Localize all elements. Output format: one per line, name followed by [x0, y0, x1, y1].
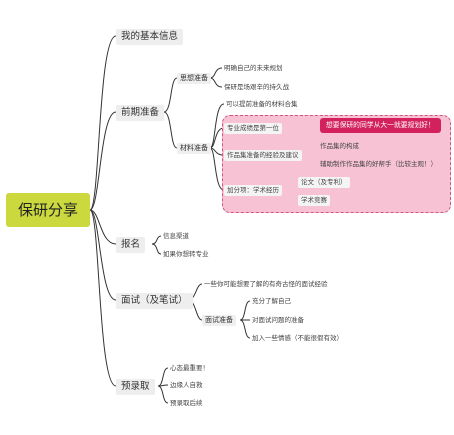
node-materials-bonus[interactable]: 加分项：学术经历	[224, 185, 282, 196]
node-interview-prep-item[interactable]: 充分了解自己	[252, 297, 291, 305]
node-materials-portfolio[interactable]: 作品集准备的经验及建议	[224, 150, 302, 161]
branch-interview[interactable]: 面试（及笔试）	[116, 293, 193, 309]
node-bonus-child[interactable]: 论文（及专利）	[298, 177, 350, 188]
node-apply-item[interactable]: 如果你想转专业	[163, 250, 209, 258]
branch-basic-info[interactable]: 我的基本信息	[116, 29, 184, 45]
branch-admission[interactable]: 预录取	[116, 379, 155, 395]
node-interview-prep-item[interactable]: 加入一些情感（不能很假有效）	[252, 334, 343, 342]
callout-note[interactable]: 想要保研的同学从大一就要规划好！	[320, 118, 441, 133]
node-mindset[interactable]: 思想准备	[177, 73, 211, 84]
node-interview-top[interactable]: 一些你可能想要了解的有奇古怪的面试经验	[204, 280, 328, 288]
node-interview-prep[interactable]: 面试准备	[202, 315, 236, 326]
node-mindset-item[interactable]: 明确自己的未来规划	[224, 64, 283, 72]
node-apply-item[interactable]: 信息渠道	[163, 232, 189, 240]
node-portfolio-child[interactable]: 作品集的构成	[320, 142, 359, 150]
node-admission-item[interactable]: 预录取后续	[170, 399, 203, 407]
node-admission-item[interactable]: 边缘人自救	[170, 381, 203, 389]
branch-apply[interactable]: 报名	[116, 237, 146, 253]
root-topic[interactable]: 保研分享	[6, 193, 90, 227]
node-bonus-child[interactable]: 学术竞赛	[298, 195, 330, 206]
node-portfolio-child[interactable]: 辅助制作作品集的好帮手（比较主观！）	[320, 160, 437, 168]
node-materials-early[interactable]: 可以提前准备的材料合集	[226, 100, 298, 108]
node-interview-prep-item[interactable]: 对面试问题的准备	[252, 316, 304, 324]
branch-preparation[interactable]: 前期准备	[116, 105, 165, 121]
node-materials[interactable]: 材料准备	[177, 143, 211, 154]
node-materials-grades[interactable]: 专业成绩是第一位	[224, 123, 282, 134]
node-admission-item[interactable]: 心态最重要！	[170, 364, 209, 372]
node-mindset-item[interactable]: 保研是场艰辛的持久战	[224, 83, 289, 91]
